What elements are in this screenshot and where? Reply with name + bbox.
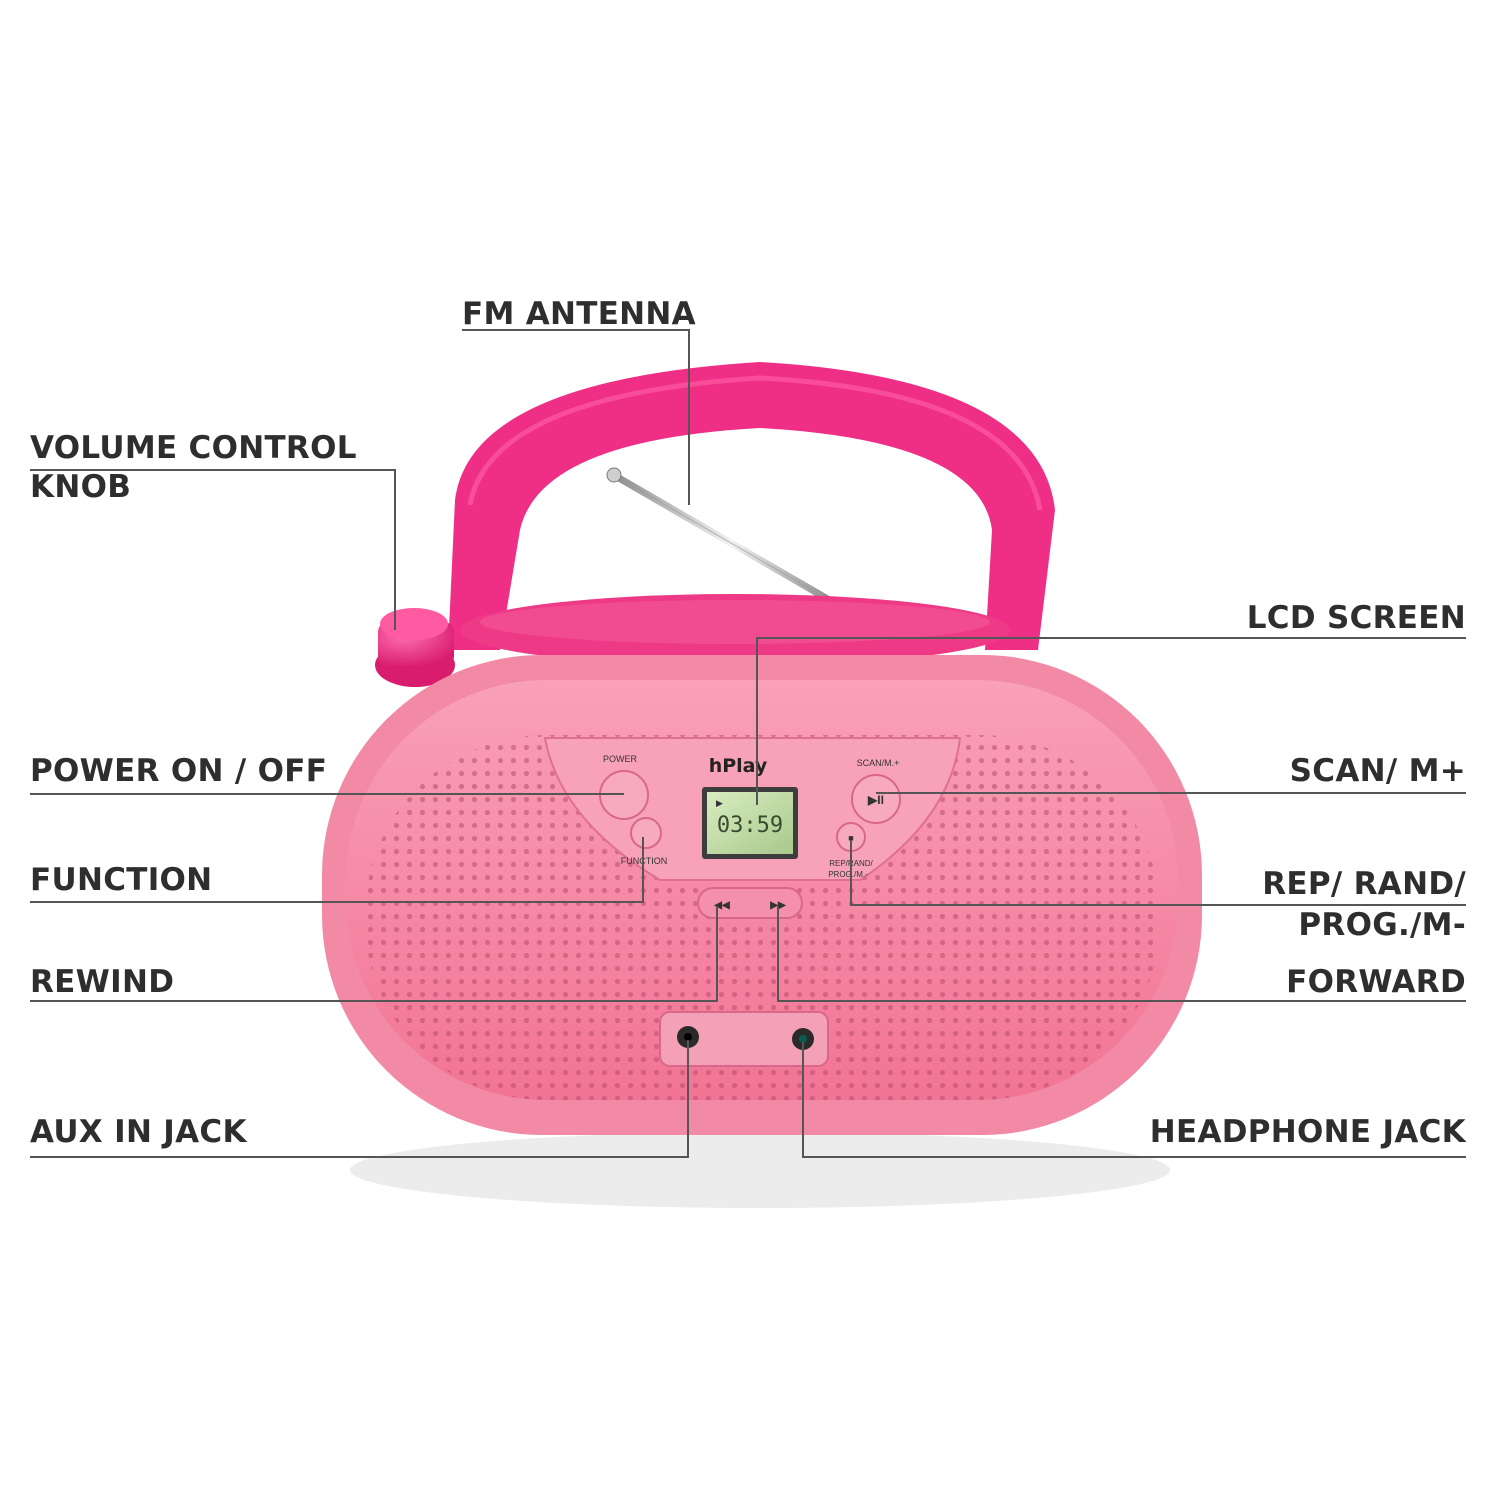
callout-rewind: REWIND	[30, 964, 175, 1000]
fm-antenna	[606, 467, 854, 616]
function-button[interactable]	[630, 817, 662, 849]
rep-panel-label-2: PROG./M.-	[828, 870, 868, 879]
callout-rep-line1: REP/ RAND/	[1262, 866, 1466, 902]
stop-icon: ■	[848, 833, 853, 843]
callout-aux: AUX IN JACK	[30, 1114, 247, 1150]
callout-forward: FORWARD	[1286, 964, 1466, 1000]
lcd-screen	[707, 792, 793, 854]
power-panel-label: POWER	[603, 754, 638, 764]
leader-volume	[30, 469, 396, 630]
callout-headphone: HEADPHONE JACK	[1149, 1114, 1466, 1150]
callout-rep-line2: PROG./M-	[1298, 907, 1466, 943]
leader-aux	[30, 1040, 689, 1158]
leader-lines	[30, 329, 1466, 1158]
brand-logo: hPlay	[709, 755, 768, 777]
leader-lcd	[756, 637, 1466, 805]
floor-shadow	[350, 1132, 1170, 1208]
play-pause-button[interactable]	[851, 774, 901, 824]
leader-forward	[777, 906, 1466, 1002]
callout-volume-line2: KNOB	[30, 469, 132, 505]
scan-panel-label: SCAN/M.+	[857, 758, 900, 768]
callout-scan: SCAN/ M+	[1289, 753, 1466, 789]
rewind-icon[interactable]: ◀◀	[713, 900, 730, 911]
skip-rocker	[697, 887, 803, 919]
leader-rewind	[30, 906, 718, 1002]
leader-headphone	[802, 1042, 1466, 1158]
lcd-play-indicator: ▶	[716, 798, 723, 808]
leader-rep	[850, 840, 1466, 906]
leader-fm-antenna	[462, 329, 690, 505]
callout-power: POWER ON / OFF	[30, 753, 328, 789]
callout-function: FUNCTION	[30, 862, 213, 898]
carry-handle	[448, 362, 1055, 650]
forward-icon[interactable]: ▶▶	[769, 900, 787, 911]
callout-volume-line1: VOLUME CONTROL	[30, 430, 357, 466]
leader-function	[30, 837, 644, 903]
volume-knob	[375, 608, 455, 687]
lcd-time: 03:59	[717, 813, 783, 838]
jack-panel	[659, 1011, 829, 1067]
callout-lcd-screen: LCD SCREEN	[1246, 600, 1466, 636]
callout-fm-antenna: FM ANTENNA	[462, 296, 696, 332]
play-pause-icon: ▶II	[867, 793, 884, 807]
